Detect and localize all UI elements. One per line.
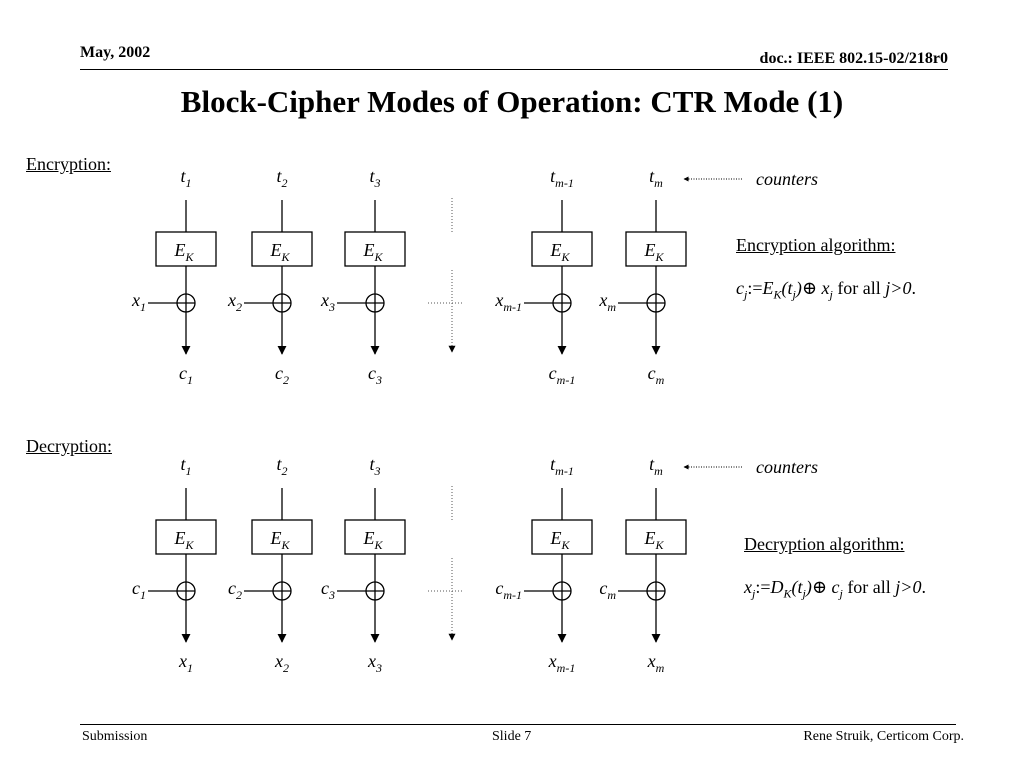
encryption-label: Encryption: [26, 154, 111, 174]
encryption-cipher-block [344, 231, 406, 267]
encryption-output-label: cm [648, 363, 665, 387]
decryption-input-label: cm-1 [495, 578, 522, 602]
slide-title: Block-Cipher Modes of Operation: CTR Mod… [180, 84, 844, 119]
encryption-input-label: x2 [227, 290, 242, 314]
decryption-cipher-block-label: EK [362, 528, 383, 552]
decryption-counter-label: tm-1 [550, 454, 574, 478]
header-rule [80, 69, 948, 70]
decryption-output-label: x1 [178, 651, 193, 675]
encryption-cipher-block [531, 231, 593, 267]
encryption-input-label: xm [598, 290, 616, 314]
footer-author: Rene Struik, Certicom Corp. [803, 729, 964, 744]
encryption-cipher-block-label: EK [269, 240, 290, 264]
encryption-output-label: c3 [368, 363, 382, 387]
encryption-counters-label: counters [756, 169, 818, 189]
footer-rule [80, 724, 956, 725]
decryption-counter-label: t1 [180, 454, 191, 478]
encryption-input-label: x3 [320, 290, 335, 314]
footer-submission: Submission [82, 729, 148, 744]
decryption-output-label: x2 [274, 651, 289, 675]
decryption-algorithm-heading: Decryption algorithm: [744, 534, 905, 554]
decryption-output-label: xm [647, 651, 665, 675]
encryption-cipher-block-label: EK [643, 240, 664, 264]
decryption-diagram [148, 464, 742, 643]
encryption-cipher-block-label: EK [549, 240, 570, 264]
decryption-cipher-block [155, 519, 217, 555]
decryption-output-label: xm-1 [548, 651, 576, 675]
decryption-cipher-block-label: EK [549, 528, 570, 552]
decryption-counters-label: counters [756, 457, 818, 477]
encryption-counter-label: t2 [276, 166, 287, 190]
decryption-label: Decryption: [26, 436, 112, 456]
decryption-cipher-block-label: EK [269, 528, 290, 552]
decryption-cipher-block [344, 519, 406, 555]
encryption-cipher-block [625, 231, 687, 267]
encryption-cipher-block-label: EK [173, 240, 194, 264]
decryption-input-label: c1 [132, 578, 146, 602]
encryption-counter-label: tm-1 [550, 166, 574, 190]
decryption-counter-label: t3 [369, 454, 380, 478]
decryption-output-label: x3 [367, 651, 382, 675]
encryption-input-label: x1 [131, 290, 146, 314]
decryption-counter-label: t2 [276, 454, 287, 478]
encryption-counter-label: t3 [369, 166, 380, 190]
encryption-cipher-block [251, 231, 313, 267]
decryption-cipher-block-label: EK [643, 528, 664, 552]
encryption-formula: cj:=EK(tj)⊕ xj for all j>0. [736, 278, 916, 302]
encryption-output-label: c1 [179, 363, 193, 387]
encryption-output-label: c2 [275, 363, 289, 387]
encryption-input-label: xm-1 [494, 290, 522, 314]
decryption-cipher-block [251, 519, 313, 555]
encryption-output-label: cm-1 [549, 363, 576, 387]
encryption-counter-label: tm [649, 166, 663, 190]
decryption-input-label: c3 [321, 578, 335, 602]
encryption-cipher-block-label: EK [362, 240, 383, 264]
encryption-diagram [148, 176, 742, 355]
decryption-counter-label: tm [649, 454, 663, 478]
decryption-input-label: c2 [228, 578, 242, 602]
decryption-formula: xj:=DK(tj)⊕ cj for all j>0. [744, 577, 926, 601]
header-date: May, 2002 [80, 44, 151, 61]
encryption-algorithm-heading: Encryption algorithm: [736, 235, 896, 255]
encryption-cipher-block [155, 231, 217, 267]
decryption-input-label: cm [599, 578, 616, 602]
footer-slide-number: Slide 7 [492, 729, 532, 744]
header-doc-id: doc.: IEEE 802.15-02/218r0 [759, 50, 948, 67]
encryption-counter-label: t1 [180, 166, 191, 190]
decryption-cipher-block-label: EK [173, 528, 194, 552]
